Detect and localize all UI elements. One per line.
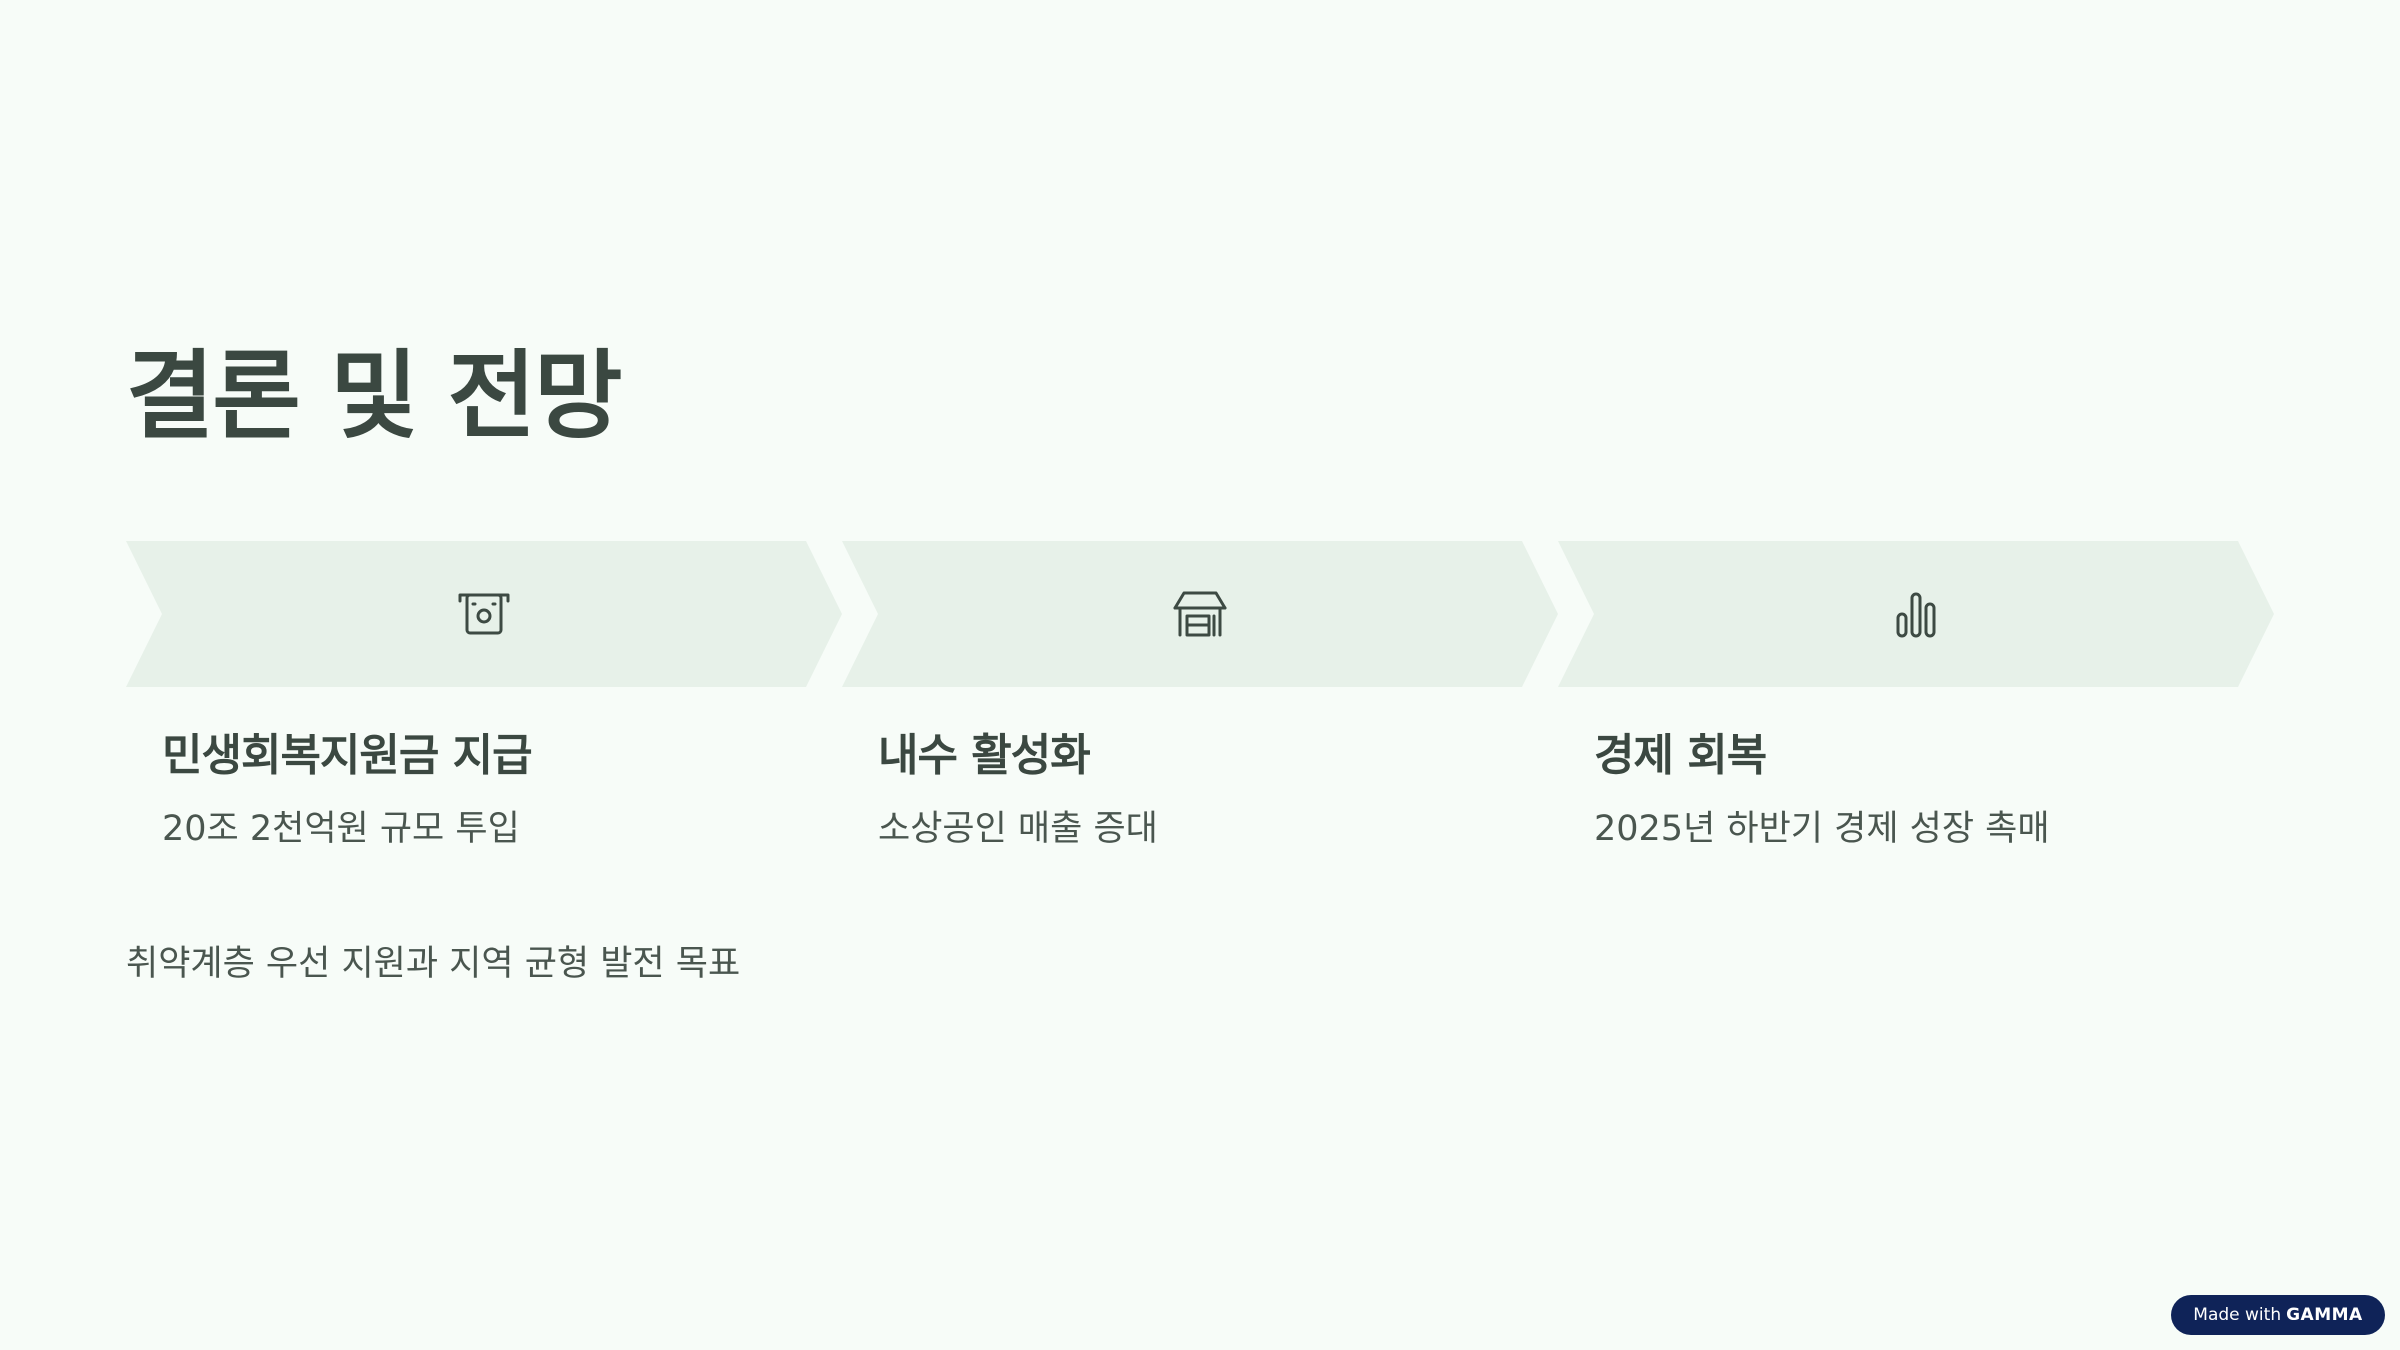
step-1-chevron (126, 541, 842, 687)
badge-prefix: Made with (2193, 1305, 2282, 1325)
step-3: 경제 회복 2025년 하반기 경제 성장 촉매 (1558, 541, 2274, 849)
step-3-description: 2025년 하반기 경제 성장 촉매 (1594, 809, 2050, 849)
gamma-logo: GAMMA (2286, 1305, 2363, 1325)
step-1-description: 20조 2천억원 규모 투입 (162, 809, 520, 849)
step-3-title: 경제 회복 (1594, 730, 1767, 781)
summary-text: 취약계층 우선 지원과 지역 균형 발전 목표 (126, 944, 741, 984)
slide-title: 결론 및 전망 (126, 340, 622, 452)
step-2: 내수 활성화 소상공인 매출 증대 (842, 541, 1558, 849)
storefront-icon (1173, 591, 1227, 637)
bar-chart-icon (1896, 592, 1936, 638)
step-1-title: 민생회복지원금 지급 (162, 730, 533, 781)
step-2-description: 소상공인 매출 증대 (878, 809, 1158, 849)
step-3-chevron (1558, 541, 2274, 687)
step-1: 민생회복지원금 지급 20조 2천억원 규모 투입 (126, 541, 842, 849)
step-2-chevron (842, 541, 1558, 687)
step-2-title: 내수 활성화 (878, 730, 1091, 781)
made-with-gamma-badge[interactable]: Made with GAMMA (2171, 1295, 2385, 1335)
atm-cash-icon (458, 593, 510, 635)
